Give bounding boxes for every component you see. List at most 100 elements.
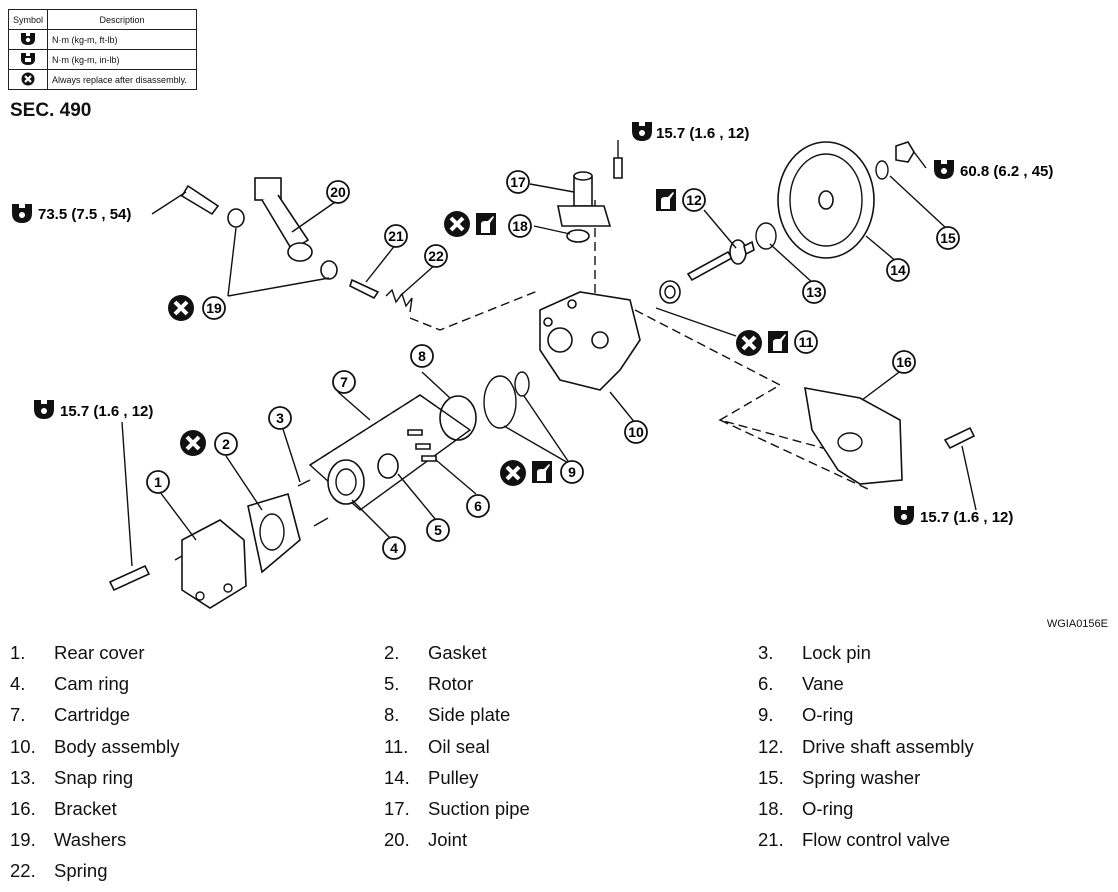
part-number: 4. bbox=[10, 673, 26, 695]
part-number: 1. bbox=[10, 642, 26, 663]
part-name: Rotor bbox=[428, 673, 474, 695]
oil-can-icon bbox=[476, 213, 496, 235]
callout-label: 13 bbox=[806, 284, 822, 300]
bolt-part bbox=[613, 157, 623, 179]
callout-label: 18 bbox=[512, 218, 528, 234]
part-number: 2. bbox=[384, 642, 400, 663]
always-replace-icon bbox=[166, 293, 196, 323]
torque-value: 15.7 (1.6 , 12) bbox=[920, 509, 1013, 526]
part-name: Cam ring bbox=[54, 673, 130, 695]
callout-label: 1 bbox=[154, 474, 162, 490]
torque-wrench-inlb-icon bbox=[21, 52, 35, 65]
part-number: 11. bbox=[384, 735, 409, 757]
callout-label: 3 bbox=[276, 410, 284, 426]
part-number: 7. bbox=[10, 704, 26, 726]
part-name: O-ring bbox=[802, 798, 854, 819]
always-replace-icon bbox=[178, 428, 208, 458]
part-name: Spring bbox=[54, 860, 108, 882]
washer-part bbox=[320, 260, 338, 280]
torque-wrench-icon bbox=[12, 204, 32, 223]
part-name: Gasket bbox=[428, 642, 487, 663]
part-number: 15. bbox=[758, 766, 784, 788]
oil-can-icon bbox=[656, 189, 676, 211]
callout-label: 5 bbox=[434, 522, 442, 538]
part-name: Washers bbox=[54, 829, 127, 851]
callout-6: 6 bbox=[466, 494, 490, 518]
snap-ring-part bbox=[755, 222, 777, 250]
bolt-part bbox=[943, 426, 976, 450]
spring-part bbox=[385, 288, 413, 313]
callout-label: 16 bbox=[896, 354, 912, 370]
callout-label: 22 bbox=[428, 248, 444, 264]
lock-pin-part bbox=[297, 479, 311, 487]
callout-label: 7 bbox=[340, 374, 348, 390]
callout-1: 1 bbox=[146, 470, 170, 494]
part-number: 20. bbox=[384, 829, 410, 851]
callout-label: 9 bbox=[568, 464, 576, 480]
callout-label: 6 bbox=[474, 498, 482, 514]
part-name: Side plate bbox=[428, 704, 511, 726]
always-replace-icon bbox=[442, 209, 472, 239]
callout-label: 20 bbox=[330, 184, 346, 200]
callout-label: 11 bbox=[799, 334, 814, 350]
rotor-part bbox=[377, 453, 399, 479]
part-name: Drive shaft assembly bbox=[802, 735, 974, 757]
callout-22: 22 bbox=[424, 244, 448, 268]
exploded-diagram: 20 19 21 22 17 18 12 13 14 15 11 16 10 9… bbox=[12, 122, 1053, 609]
joint-pipe-part bbox=[254, 177, 313, 262]
body-assembly-part bbox=[539, 291, 641, 391]
suction-pipe-part bbox=[557, 171, 612, 227]
oil-can-icon bbox=[768, 331, 788, 353]
part-name: Snap ring bbox=[54, 766, 134, 788]
part-name: Joint bbox=[428, 829, 468, 851]
part-number: 21. bbox=[758, 829, 784, 851]
figure-code: WGIA0156E bbox=[1046, 618, 1108, 630]
part-number: 18. bbox=[758, 798, 784, 819]
callout-16: 16 bbox=[892, 350, 916, 374]
always-replace-icon bbox=[734, 328, 764, 358]
drive-shaft-part bbox=[686, 239, 755, 282]
bolt-part bbox=[108, 564, 151, 592]
o-ring-part bbox=[566, 229, 590, 243]
callout-7: 7 bbox=[332, 370, 356, 394]
torque-wrench-icon bbox=[894, 506, 914, 525]
part-number: 9. bbox=[758, 704, 774, 726]
flow-control-valve-part bbox=[349, 278, 380, 300]
callout-14: 14 bbox=[886, 258, 910, 282]
torque-wrench-icon bbox=[934, 160, 954, 179]
lock-pin-part bbox=[313, 517, 329, 527]
part-number: 14. bbox=[384, 766, 410, 788]
bracket-part bbox=[804, 387, 903, 485]
callout-4: 4 bbox=[382, 536, 406, 560]
o-ring-part bbox=[514, 371, 530, 397]
callout-label: 12 bbox=[686, 192, 702, 208]
cam-ring-part bbox=[327, 459, 365, 505]
part-name: Bracket bbox=[54, 798, 117, 819]
part-number: 13. bbox=[10, 766, 36, 788]
oil-seal-part bbox=[659, 280, 681, 304]
callout-21: 21 bbox=[384, 224, 408, 248]
part-name: Spring washer bbox=[802, 766, 921, 788]
part-number: 10. bbox=[10, 735, 36, 757]
callout-10: 10 bbox=[624, 420, 648, 444]
nut-part bbox=[895, 141, 915, 163]
o-ring-part bbox=[483, 375, 517, 429]
callout-9: 9 bbox=[560, 460, 584, 484]
pulley-part bbox=[777, 141, 875, 259]
spring-washer-part bbox=[875, 160, 889, 180]
callout-8: 8 bbox=[410, 344, 434, 368]
torque-value: 15.7 (1.6 , 12) bbox=[60, 403, 153, 420]
torque-wrench-icon bbox=[632, 122, 652, 141]
side-plate-part bbox=[439, 395, 477, 441]
callout-label: 14 bbox=[890, 262, 906, 278]
callout-11: 11 bbox=[794, 330, 818, 354]
symbol-legend: Symbol Description N·m (kg-m, ft-lb) N·m… bbox=[7, 9, 198, 90]
part-number: 12. bbox=[758, 735, 784, 757]
callout-17: 17 bbox=[506, 170, 530, 194]
part-number: 16. bbox=[10, 798, 36, 819]
part-number: 19. bbox=[10, 829, 36, 851]
washer-part bbox=[227, 208, 245, 228]
callout-5: 5 bbox=[426, 518, 450, 542]
always-replace-icon bbox=[21, 72, 35, 85]
banjo-bolt-part bbox=[180, 184, 220, 216]
